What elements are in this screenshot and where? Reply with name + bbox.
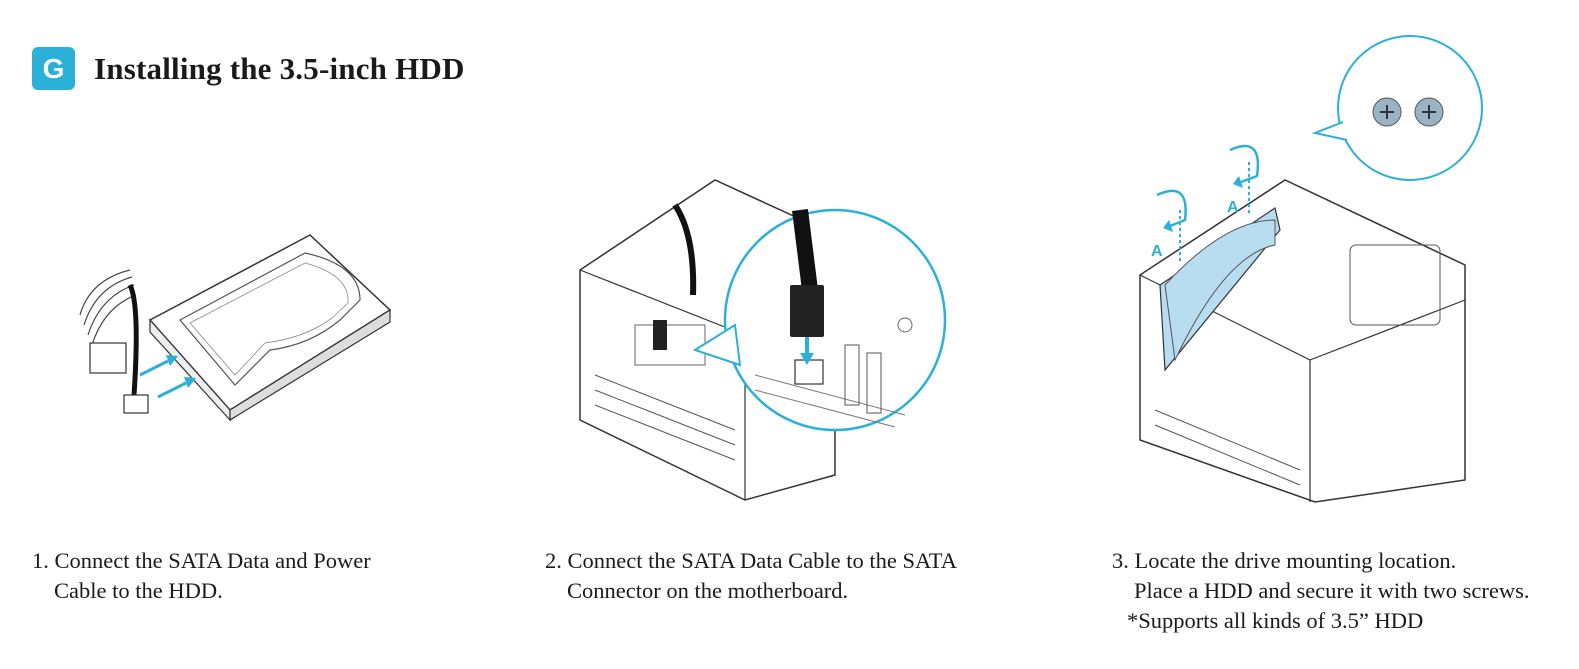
screw-icon — [1372, 97, 1402, 127]
step-3-caption: 3. Locate the drive mounting location. P… — [1112, 546, 1530, 636]
figure-hdd-cables — [70, 225, 410, 435]
step-line: Cable to the HDD. — [54, 578, 223, 603]
hdd-mounting-illustration: A A — [1139, 35, 1483, 503]
step-line: Connector on the motherboard. — [567, 578, 849, 603]
screw-label: A — [1151, 243, 1163, 260]
step-line: 3. Locate the drive mounting location. — [1112, 548, 1457, 573]
step-2-caption: 2. Connect the SATA Data Cable to the SA… — [545, 546, 957, 606]
step-line: Place a HDD and secure it with two screw… — [1134, 578, 1530, 603]
screw-icon — [1414, 97, 1444, 127]
section-badge: G — [32, 47, 75, 90]
motherboard-illustration — [579, 179, 947, 501]
step-note: *Supports all kinds of 3.5” HDD — [1127, 608, 1424, 633]
step-1-caption: 1. Connect the SATA Data and Power Cable… — [32, 546, 371, 606]
step-line: 1. Connect the SATA Data and Power — [32, 548, 371, 573]
hdd-cable-illustration — [79, 234, 392, 422]
figure-motherboard-sata — [575, 175, 955, 505]
section-header: G Installing the 3.5-inch HDD — [32, 47, 465, 90]
step-line: 2. Connect the SATA Data Cable to the SA… — [545, 548, 957, 573]
screw-label: A — [1227, 199, 1239, 216]
figure-hdd-mounting: A A — [1135, 30, 1495, 510]
page-title: Installing the 3.5-inch HDD — [94, 50, 465, 86]
